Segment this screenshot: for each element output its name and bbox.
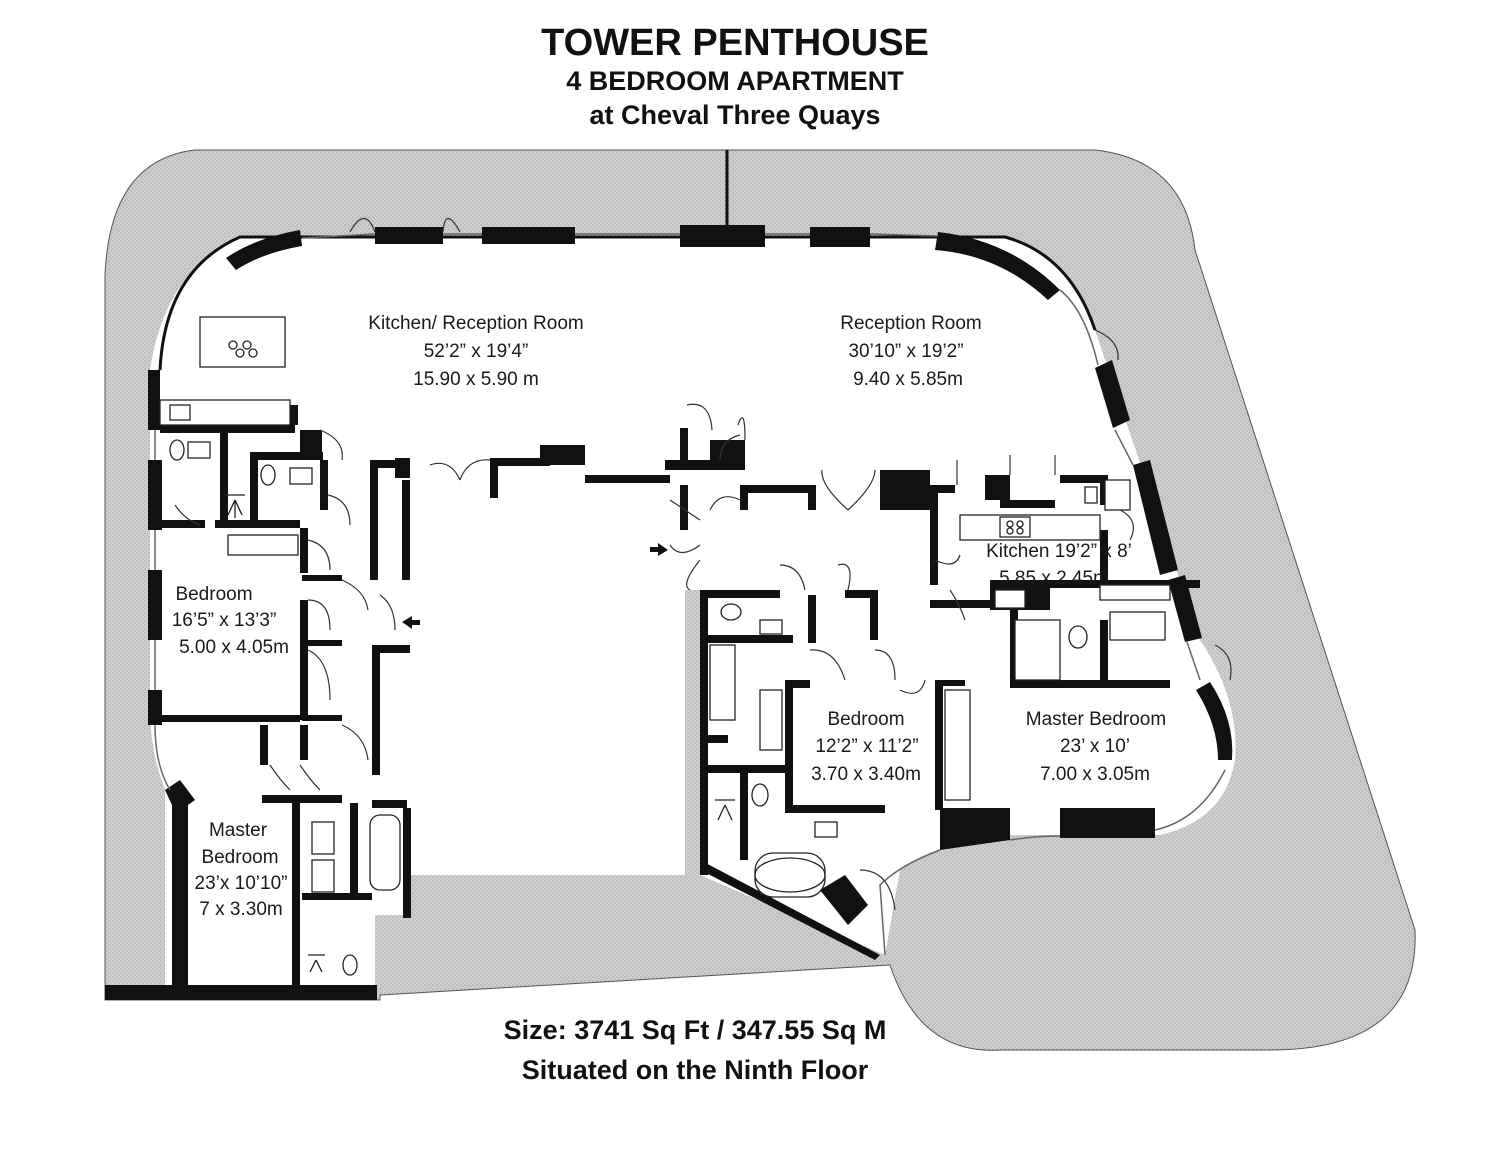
kitchen-metric: 5.85 x 2.45m (999, 568, 1109, 589)
facade-wall-top (158, 235, 1097, 371)
bedroom-center-imperial: 12’2” x 11’2” (815, 736, 918, 757)
kitchen-name: Kitchen 19’2” x 8’ (986, 541, 1132, 562)
room-labels: Kitchen/ Reception Room 52’2” x 19’4” 15… (172, 313, 1167, 920)
windows (154, 233, 1226, 956)
master-west-name2: Bedroom (201, 847, 278, 868)
toilet-icon (751, 783, 769, 807)
reception-metric: 9.40 x 5.85m (853, 369, 963, 390)
toilet-icon (342, 954, 358, 976)
reception-imperial: 30’10” x 19’2” (848, 341, 963, 362)
facade-wall-segments (105, 225, 1233, 1000)
kitchen-reception-name: Kitchen/ Reception Room (368, 313, 583, 334)
fixtures (159, 316, 1171, 976)
shower-icon (308, 954, 325, 973)
kitchen-reception-metric: 15.90 x 5.90 m (413, 369, 539, 390)
bedroom-west-name: Bedroom (175, 584, 252, 605)
size-line: Size: 3741 Sq Ft / 347.55 Sq M (503, 1015, 887, 1045)
toilet-icon (169, 439, 185, 461)
sink-icon (289, 467, 313, 485)
master-east-metric: 7.00 x 3.05m (1040, 764, 1150, 785)
hob-icon (199, 316, 286, 368)
master-east-imperial: 23’ x 10’ (1060, 736, 1130, 757)
kitchen-reception-imperial: 52’2” x 19’4” (424, 341, 529, 362)
toilet-icon (1068, 625, 1088, 649)
sink-icon (759, 619, 783, 635)
doors (174, 217, 1232, 911)
toilet-icon (720, 603, 742, 621)
bedroom-west-metric: 5.00 x 4.05m (179, 637, 289, 658)
bedroom-west-imperial: 16’5” x 13’3” (172, 610, 277, 631)
shower-icon (715, 799, 735, 821)
footer-block: Size: 3741 Sq Ft / 347.55 Sq M Situated … (0, 1010, 1390, 1090)
internal-walls (160, 405, 1200, 993)
sink-icon (814, 821, 838, 838)
entrance-arrow-icon (402, 543, 668, 629)
sink-icon (994, 589, 1026, 609)
plan-title: TOWER PENTHOUSE (541, 22, 929, 64)
bath-icon (754, 857, 826, 893)
bedroom-center-name: Bedroom (827, 709, 904, 730)
bedroom-center-metric: 3.70 x 3.40m (811, 764, 921, 785)
master-west-name1: Master (209, 820, 268, 841)
plan-subtitle: 4 BEDROOM APARTMENT (566, 66, 904, 96)
reception-name: Reception Room (840, 313, 982, 334)
bath-icon (369, 814, 401, 891)
master-west-metric: 7 x 3.30m (199, 899, 282, 920)
sink-icon (1109, 611, 1166, 641)
shower-icon (225, 494, 245, 518)
corridor-gap (410, 460, 685, 875)
floor-line: Situated on the Ninth Floor (521, 1055, 869, 1085)
toilet-icon (260, 464, 276, 486)
master-east-name: Master Bedroom (1026, 709, 1166, 730)
sink-icon (187, 441, 211, 459)
sink-icon (169, 404, 191, 421)
title-block: TOWER PENTHOUSE 4 BEDROOM APARTMENT at C… (0, 22, 1470, 132)
hob-icon (999, 516, 1031, 538)
master-west-imperial: 23’x 10’10” (195, 873, 288, 894)
plan-location: at Cheval Three Quays (589, 100, 881, 130)
